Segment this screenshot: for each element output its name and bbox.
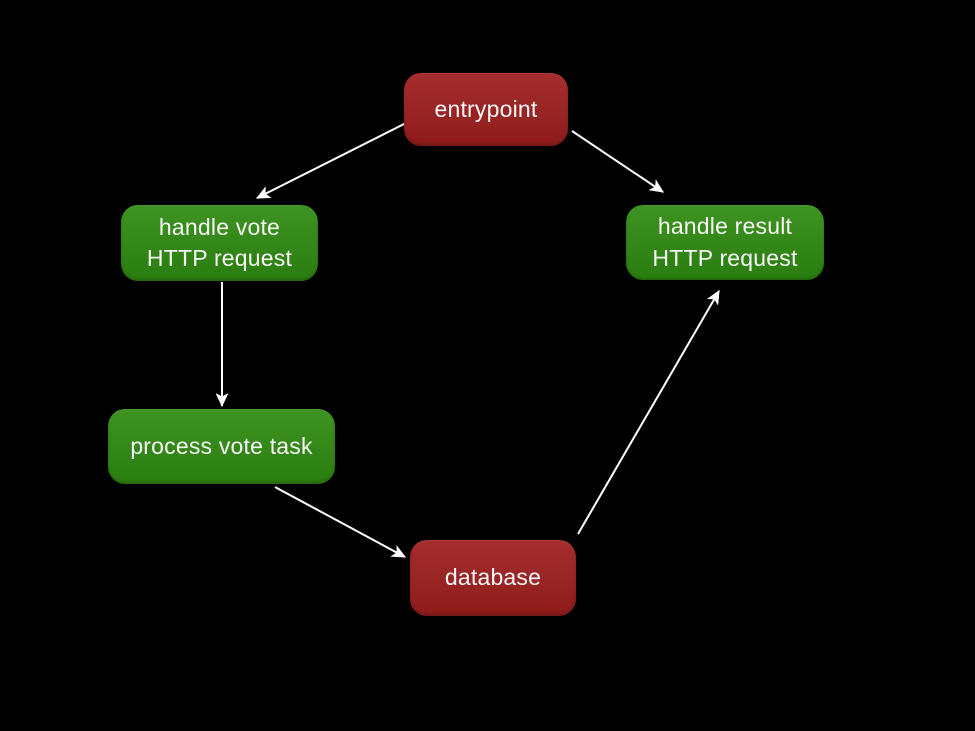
node-handle-result-label: handle result HTTP request (652, 213, 798, 271)
node-database: database (410, 540, 576, 616)
node-handle-vote-http-request: handle vote HTTP request (121, 205, 318, 281)
node-database-label: database (444, 564, 542, 591)
node-handle-result-http-request: handle result HTTP request (626, 205, 824, 280)
arrow-database-to-handle-result (577, 291, 720, 535)
node-process-vote-task: process vote task (108, 409, 335, 484)
node-entrypoint: entrypoint (404, 73, 568, 146)
node-handle-vote-label: handle vote HTTP request (146, 213, 293, 271)
arrow-entrypoint-to-handle-vote (257, 122, 407, 199)
node-entrypoint-label: entrypoint (434, 95, 538, 122)
node-process-vote-label: process vote task (130, 432, 313, 459)
arrow-process-vote-to-database (274, 486, 405, 558)
arrow-entrypoint-to-handle-result (571, 130, 663, 193)
